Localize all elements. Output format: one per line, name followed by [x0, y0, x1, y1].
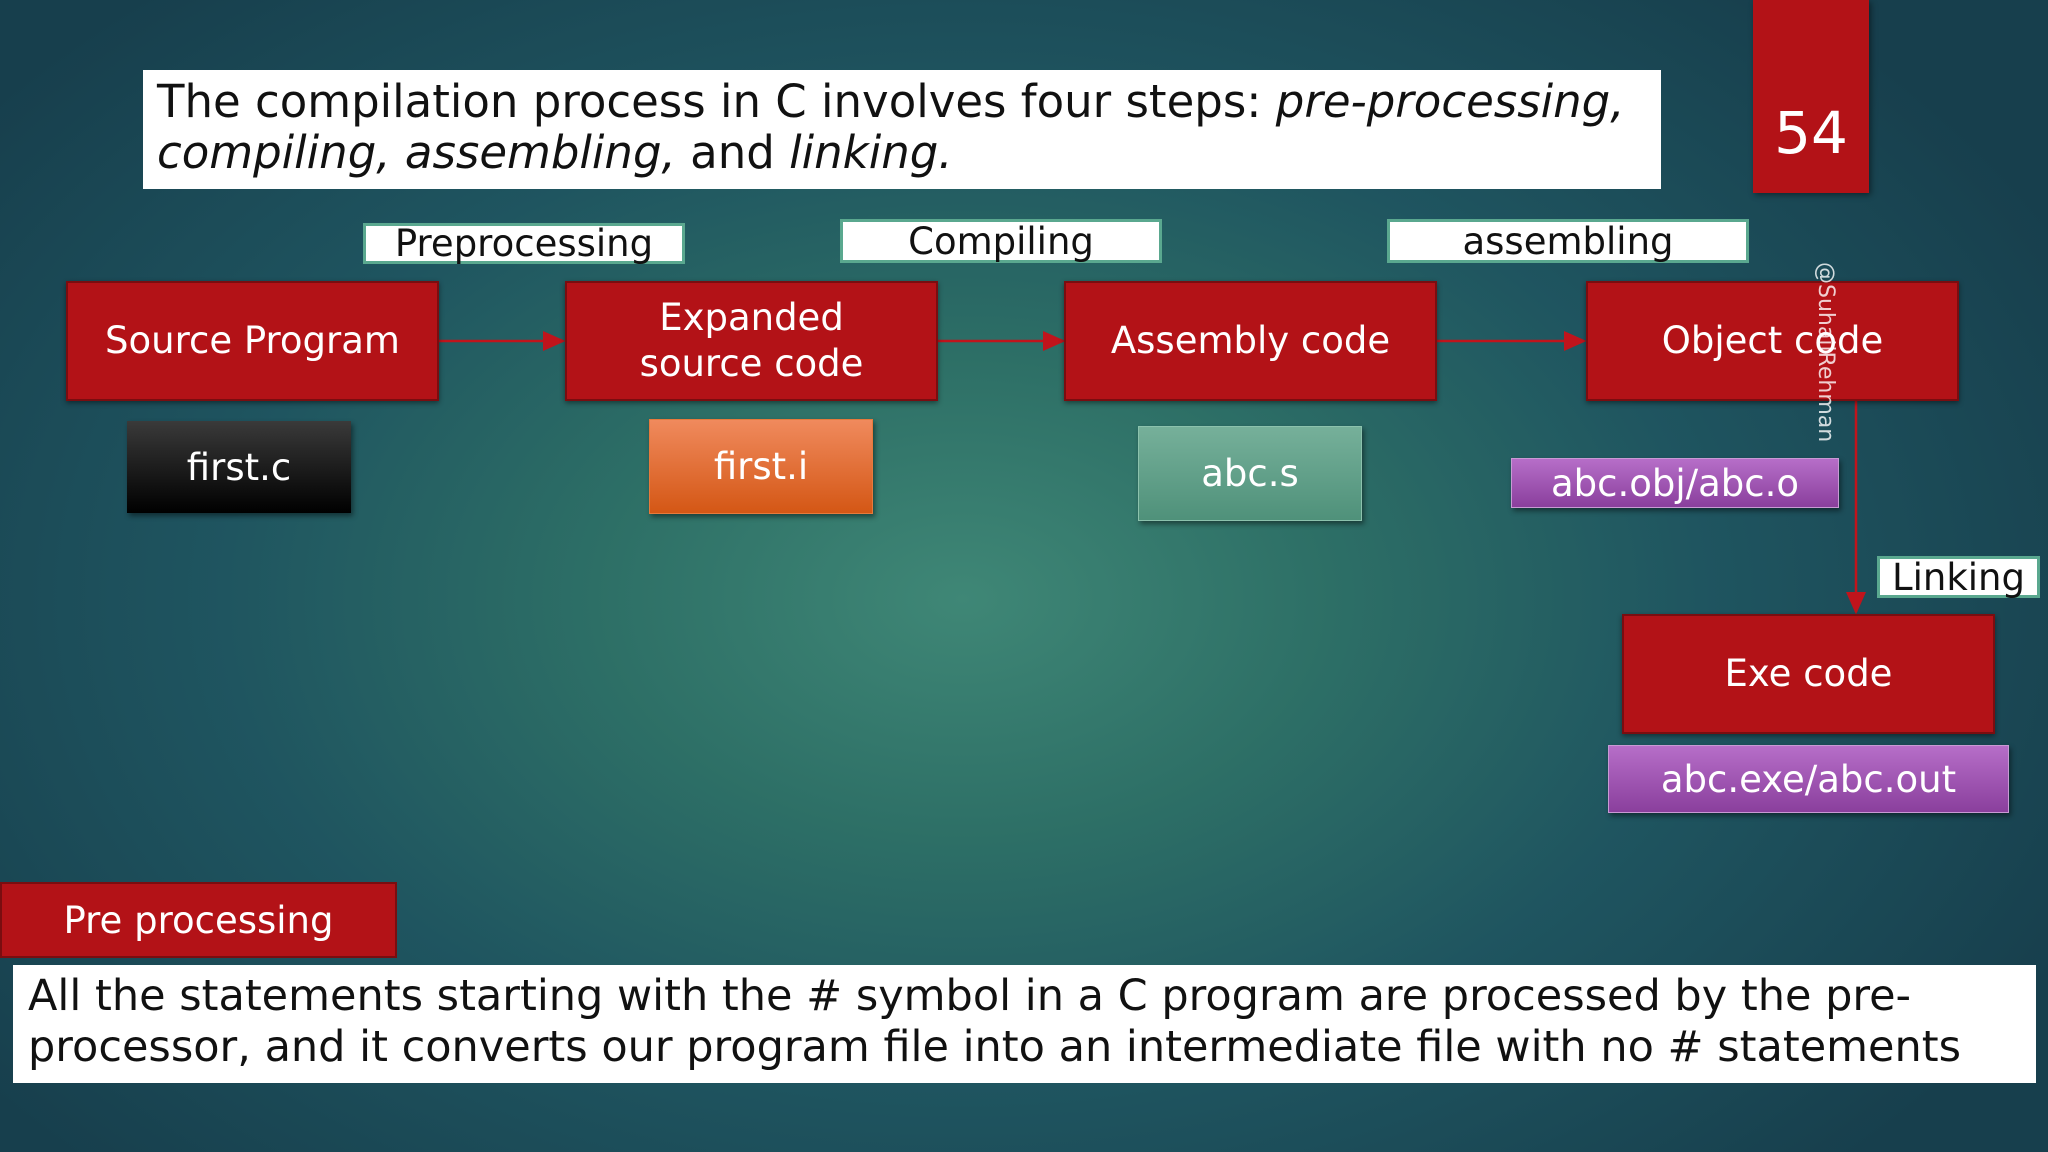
file-tag-first-i: first.i — [649, 419, 873, 514]
file-tag-abc-s: abc.s — [1138, 426, 1362, 521]
file-tag-abc-exe: abc.exe/abc.out — [1608, 745, 2009, 813]
stage-expanded-source-code: Expanded source code — [565, 281, 938, 401]
stage-object-code: Object code — [1586, 281, 1959, 401]
stage-source-program: Source Program — [66, 281, 439, 401]
step-label-linking: Linking — [1877, 556, 2040, 598]
stage-exe-code: Exe code — [1622, 614, 1995, 734]
section-heading-pre-processing: Pre processing — [0, 882, 397, 958]
file-tag-first-c: first.c — [127, 421, 351, 513]
section-description: All the statements starting with the # s… — [13, 965, 2036, 1083]
step-label-assembling: assembling — [1387, 219, 1749, 263]
slide-number: 54 — [1753, 0, 1869, 193]
author-watermark: @SuhailRehman — [1813, 262, 1838, 443]
slide-title: The compilation process in C involves fo… — [143, 70, 1661, 189]
step-label-preprocessing: Preprocessing — [363, 223, 685, 264]
file-tag-abc-obj: abc.obj/abc.o — [1511, 458, 1839, 508]
step-label-compiling: Compiling — [840, 219, 1162, 263]
stage-assembly-code: Assembly code — [1064, 281, 1437, 401]
